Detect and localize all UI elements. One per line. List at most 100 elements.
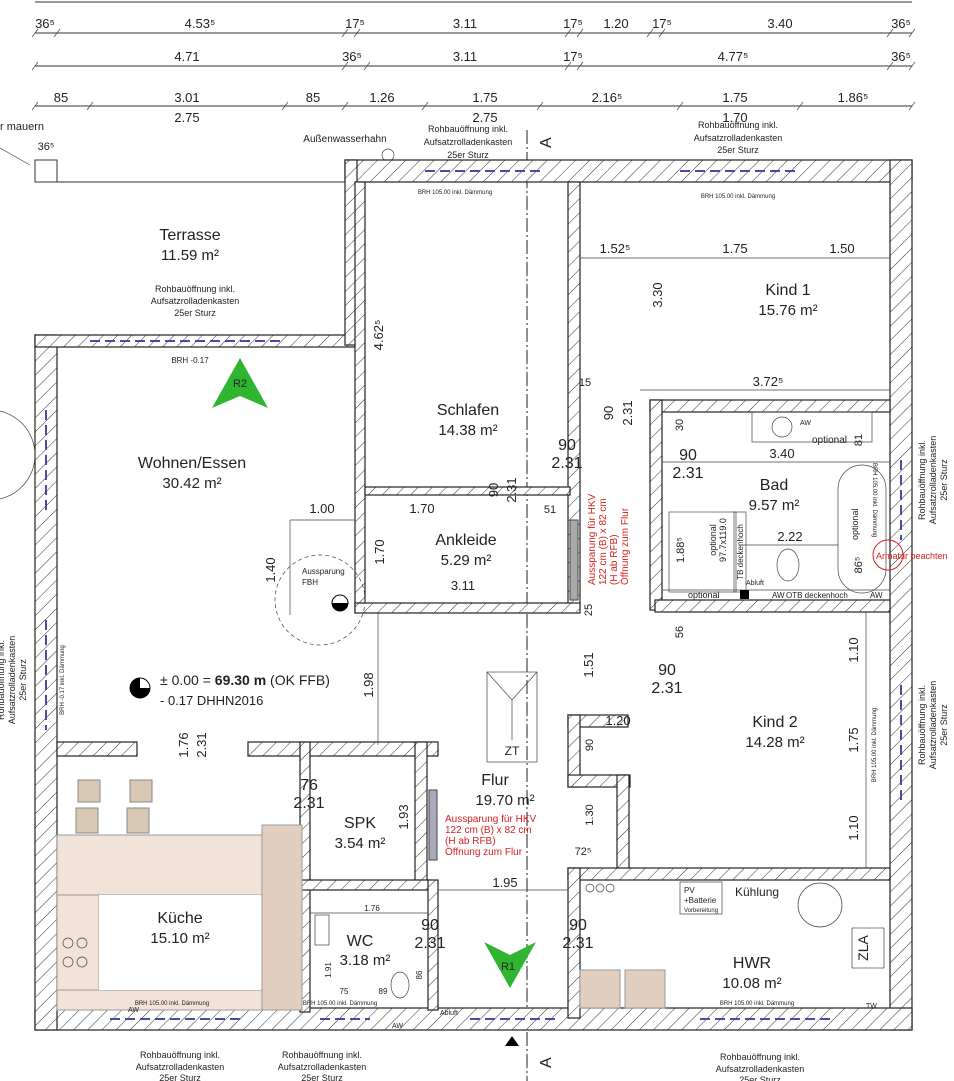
chair [126,807,150,834]
dim-label: 17⁵ [345,16,365,31]
window-note-left: Rohbauöffnung inkl. Aufsatzrolladenkaste… [0,636,28,725]
chair [77,779,101,803]
washbasin-icon [771,416,793,438]
room-area-flur: 19.70 m² [475,792,534,809]
hkv-note-lower: Aussparung für HKV 122 cm (B) x 82 cm (H… [445,814,536,858]
svg-text:Aussparung für HKV: Aussparung für HKV [445,814,536,825]
svg-text:Aufsatzrolladenkasten: Aufsatzrolladenkasten [716,1064,805,1074]
dim-label: 1.40 [263,557,278,582]
washbasin-counter [751,411,873,443]
room-area-bad: 9.57 m² [749,497,800,514]
dim-label: 30 [674,419,686,431]
window-note-right-lower: Rohbauöffnung inkl. Aufsatzrolladenkaste… [917,681,949,770]
door-width-label: 90 [558,437,576,454]
r1-label: R1 [501,961,515,973]
chair [75,807,99,834]
optional-label: optional [812,435,847,446]
dim-label: 3.11 [453,16,477,31]
door-width-label: 90 [679,447,697,464]
svg-text:Rohbauöffnung inkl.: Rohbauöffnung inkl. [140,1050,220,1060]
dim-label: 1.30 [584,804,596,825]
dim-label: 4.53⁵ [185,16,216,31]
svg-text:Rohbauöffnung inkl.: Rohbauöffnung inkl. [428,124,508,134]
svg-text:Rohbauöffnung inkl.: Rohbauöffnung inkl. [282,1050,362,1060]
room-name-hwr: HWR [733,955,771,972]
svg-text:25er Sturz: 25er Sturz [939,459,949,501]
brh-label: BRH -0.17 inkl. Dämmung [60,645,66,715]
room-name-terrasse: Terrasse [159,227,220,244]
kitchen-tall-units [261,824,303,1011]
svg-text:Aufsatzrolladenkasten: Aufsatzrolladenkasten [424,137,513,147]
hkv-recess [428,789,438,861]
wc-toilet-icon [390,971,410,999]
dim-label: 4.71 [174,49,199,64]
zla-box [851,927,885,969]
terrace-post [34,159,58,183]
aw-label: AW [128,1007,139,1014]
svg-text:Aufsatzrolladenkasten: Aufsatzrolladenkasten [278,1062,367,1072]
armatur-marker [872,539,904,571]
bathtub [837,464,887,594]
svg-text:Rohbauöffnung inkl.: Rohbauöffnung inkl. [720,1052,800,1062]
svg-text:Aufsatzrolladenkasten: Aufsatzrolladenkasten [694,133,783,143]
dim-label: 36⁵ [38,141,55,153]
washer [579,969,621,1009]
pv-box [679,881,723,915]
dim-label: 1.95 [492,875,517,890]
dim-label: 36⁵ [35,16,55,31]
window-note-top-middle: Rohbauöffnung inkl. Aufsatzrolladenkaste… [424,124,513,160]
tw-label: TW [866,1003,877,1010]
door-width-label: 90 [658,662,676,679]
svg-text:25er Sturz: 25er Sturz [939,704,949,746]
dim-label: 25 [583,604,595,616]
aussparung-fbh: Aussparung [302,567,345,576]
brh-label: BRH 105.00 inkl. Dämmung [871,463,877,537]
door-width-label: 90 [569,917,587,934]
dryer [624,969,666,1009]
room-name-kueche: Küche [157,910,202,927]
outdoor-faucet-label: Außenwasserhahn [303,134,386,145]
room-area-ankleide: 5.29 m² [441,552,492,569]
hkv-recess [569,519,579,601]
svg-text:Öffnung zum Flur: Öffnung zum Flur [445,846,523,858]
room-name-bad: Bad [760,477,788,494]
dim-label: 90 [584,739,596,751]
pv-label: PV [684,886,695,895]
svg-text:25er Sturz: 25er Sturz [18,659,28,701]
brh-label: BRH 105.00 inkl. Dämmung [872,708,878,782]
room-area-kueche: 15.10 m² [150,930,209,947]
svg-text:25er Sturz: 25er Sturz [301,1073,343,1081]
dim-label: 3.40 [767,16,792,31]
chair [129,779,153,803]
dim-label: 90 [601,406,616,420]
door-width-label: 90 [421,917,439,934]
room-name-ankleide: Ankleide [435,532,496,549]
zla-label: ZLA [855,935,871,961]
svg-text:25er Sturz: 25er Sturz [447,150,489,160]
dim-label: 1.20 [603,16,628,31]
dim-label: 3.30 [650,282,665,307]
pv-label: +Batterie [684,896,717,905]
stair-opening-circle [274,554,366,646]
dim-label: 1.75 [846,727,861,752]
dim-label: 1.10 [846,637,861,662]
dim-label: 86 [415,970,424,979]
pv-label: Vorbereitung [684,908,718,914]
window-note-top-right: Rohbauöffnung inkl. Aufsatzrolladenkaste… [694,120,783,155]
door-height-label: 2.31 [293,795,324,812]
dim-label: 1.75 [472,90,497,105]
room-name-flur: Flur [481,772,509,789]
aw-label: AW [392,1023,403,1030]
dim-label: 85 [54,90,68,105]
abluft-label: Abluft [440,1010,458,1017]
cooktop-icon [62,937,88,968]
room-area-schlafen: 14.38 m² [438,422,497,439]
room-name-spk: SPK [344,815,376,832]
heatpump-connections-icon [585,883,615,893]
room-name-schlafen: Schlafen [437,402,499,419]
svg-text:25er Sturz: 25er Sturz [159,1073,201,1081]
window-note-terrasse: Rohbauöffnung inkl. Aufsatzrolladenkaste… [151,284,240,318]
room-area-wohnen: 30.42 m² [162,475,221,492]
section-marker-top: A [538,137,555,148]
room-area-kind2: 14.28 m² [745,734,804,751]
